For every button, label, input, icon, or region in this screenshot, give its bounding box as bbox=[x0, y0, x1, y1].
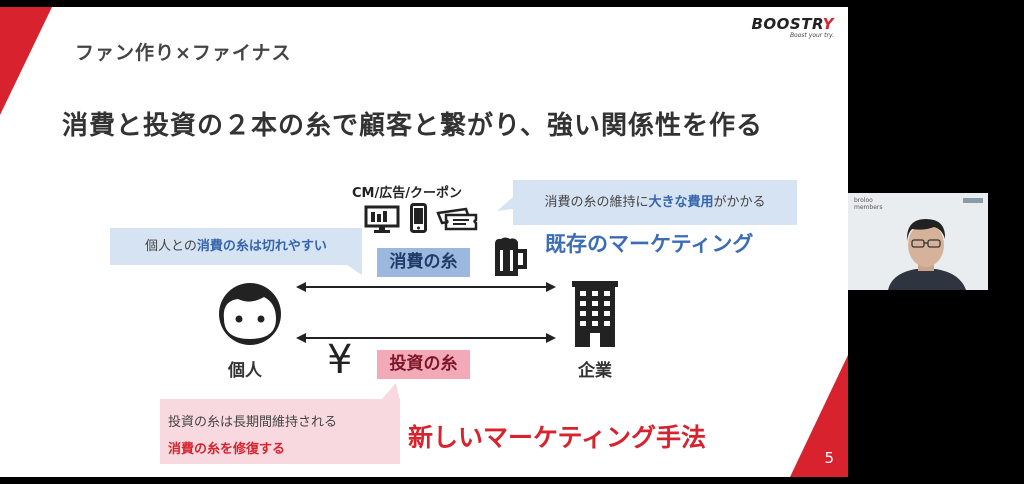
double-arrow-icon bbox=[296, 333, 556, 343]
callout-consumption: 個人との消費の糸は切れやすい bbox=[110, 228, 362, 265]
callout-tail bbox=[380, 383, 400, 401]
monitor-icon bbox=[364, 205, 400, 233]
company-label: 企業 bbox=[578, 361, 612, 381]
presentation-slide: 5 BOOSTRY Boost your try. ファン作り×ファイナス 消費… bbox=[0, 7, 848, 477]
new-marketing-label: 新しいマーケティング手法 bbox=[408, 423, 707, 452]
callout-tail bbox=[497, 197, 513, 211]
individual-label: 個人 bbox=[228, 361, 262, 381]
callout-investment-line2: 消費の糸を修復する bbox=[168, 442, 286, 457]
slide-heading: 消費と投資の２本の糸で顧客と繋がり、強い関係性を作る bbox=[62, 111, 763, 141]
callout-investment-line1: 投資の糸は長期間維持される bbox=[168, 415, 338, 430]
smartphone-icon bbox=[410, 203, 427, 233]
callout-cost-prefix: 消費の糸の維持に bbox=[544, 195, 649, 210]
callout-cost: 消費の糸の維持に大きな費用がかかる bbox=[513, 180, 797, 225]
logo-tagline: Boost your try. bbox=[789, 32, 834, 39]
corner-decoration-bottom-right bbox=[790, 355, 848, 477]
participant-video bbox=[888, 219, 966, 290]
beer-mug-icon bbox=[495, 237, 527, 276]
corner-decoration-top-left bbox=[0, 7, 52, 115]
investment-thread-label: 投資の糸 bbox=[377, 350, 470, 379]
ticket-icon bbox=[436, 207, 478, 231]
yen-icon: ¥ bbox=[327, 337, 353, 383]
office-building-icon bbox=[572, 281, 618, 347]
callout-cost-emphasis: 大きな費用 bbox=[648, 195, 714, 210]
double-arrow-icon bbox=[296, 282, 556, 292]
media-label: CM/広告/クーポン bbox=[352, 186, 462, 201]
person-icon bbox=[219, 283, 281, 345]
existing-marketing-label: 既存のマーケティング bbox=[545, 232, 754, 256]
callout-investment: 投資の糸は長期間維持される 消費の糸を修復する bbox=[160, 399, 400, 464]
webcam-background-logo bbox=[963, 198, 983, 203]
callout-consumption-emphasis: 消費の糸は切れやすい bbox=[196, 239, 327, 254]
callout-cost-suffix: がかかる bbox=[713, 195, 766, 210]
logo-name: BOOSTR bbox=[751, 15, 823, 33]
section-title: ファン作り×ファイナス bbox=[75, 42, 292, 64]
callout-tail bbox=[344, 263, 362, 275]
page-number: 5 bbox=[824, 449, 834, 467]
logo-name-accent: Y bbox=[822, 15, 834, 33]
boostry-logo: BOOSTRY Boost your try. bbox=[751, 15, 834, 39]
webcam-thumbnail[interactable]: broloo members bbox=[848, 193, 988, 290]
callout-consumption-prefix: 個人との bbox=[145, 239, 197, 254]
consumption-thread-label: 消費の糸 bbox=[377, 248, 470, 277]
webcam-background-label: broloo members bbox=[854, 197, 883, 211]
